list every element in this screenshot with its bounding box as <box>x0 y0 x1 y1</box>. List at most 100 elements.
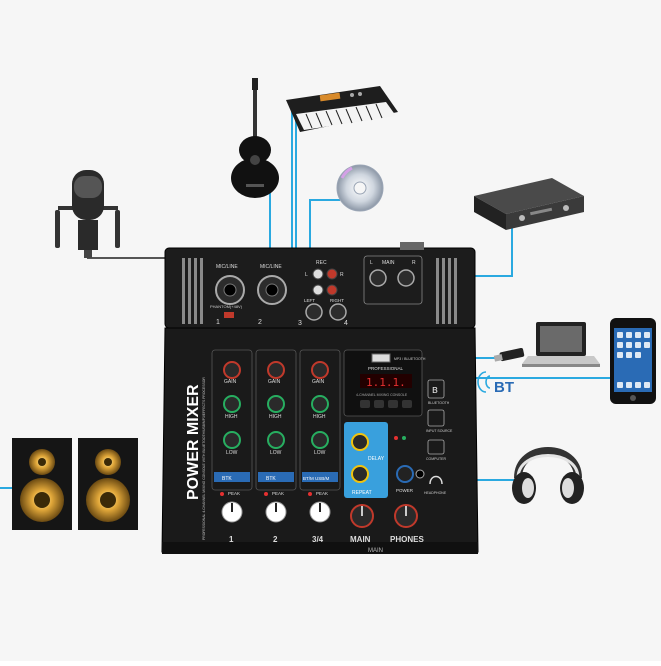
power-label: POWER <box>396 488 414 493</box>
mixer-title: POWER MIXER <box>185 384 202 500</box>
line-input-right[interactable] <box>329 303 347 321</box>
xlr-input-1[interactable] <box>215 275 245 305</box>
ch1-gain-label: GAIN <box>224 379 237 385</box>
ch1-peak-led <box>220 492 224 496</box>
ch2-number: 2 <box>273 535 278 544</box>
ch2-peak-label: PEAK <box>272 491 284 496</box>
prev-button[interactable] <box>360 400 370 408</box>
channel-strip-1: GAIN HIGH LOW BTK PEAK 1 <box>211 349 253 544</box>
phantom-label: PHANTOM(+48V) <box>210 304 243 309</box>
speaker-right-icon <box>78 438 138 530</box>
fx-delay-knob[interactable] <box>351 433 369 451</box>
speaker-left-icon <box>12 438 72 530</box>
main-out-right-jack[interactable] <box>397 269 415 287</box>
signal-led <box>402 436 406 440</box>
phantom-power-switch[interactable] <box>224 312 234 318</box>
ch1-peak-label: PEAK <box>228 491 240 496</box>
main-footer-label: MAIN <box>368 548 383 554</box>
left-label: LEFT <box>304 298 315 303</box>
input-number-3: 3 <box>298 320 302 327</box>
phones-knob-label: PHONES <box>390 535 424 544</box>
main-out-r: R <box>412 260 416 266</box>
side-icons: ʙ BLUETOOTH INPUT SOURCE COMPUTER HEADPH… <box>424 379 453 495</box>
channel-strip-3-4: GAIN HIGH LOW BT/M USB/M PEAK 3/4 <box>299 349 341 544</box>
ch2-button-label[interactable]: BTK <box>266 476 276 482</box>
headphone-jack[interactable] <box>415 469 425 479</box>
main-out-l: L <box>370 260 373 266</box>
input-number-4: 4 <box>344 320 348 327</box>
side-label-bluetooth: BLUETOOTH <box>428 401 450 405</box>
laptop-icon <box>522 322 600 367</box>
xlr-input-2[interactable] <box>257 275 287 305</box>
line-rca-right[interactable] <box>326 284 338 296</box>
ch1-number: 1 <box>229 535 234 544</box>
ch2-low-label: LOW <box>270 450 282 456</box>
smartphone-icon <box>610 318 656 404</box>
ch34-peak-led <box>308 492 312 496</box>
transport-buttons <box>360 400 412 408</box>
ch2-input-label: MIC/LINE <box>260 264 282 270</box>
ch2-gain-knob[interactable] <box>267 361 285 379</box>
display-brand: PROFESSIONAL <box>368 366 404 371</box>
ch1-gain-knob[interactable] <box>223 361 241 379</box>
led-display <box>360 374 412 388</box>
next-button[interactable] <box>388 400 398 408</box>
ch34-gain-knob[interactable] <box>311 361 329 379</box>
mixer-subtitle: PROFESSIONAL 4-CHANNEL MIXING CONSOLE WI… <box>202 377 206 540</box>
play-pause-button[interactable] <box>374 400 384 408</box>
bluetooth-glyph: ʙ <box>432 384 438 396</box>
input-number-1: 1 <box>216 319 220 326</box>
line-rca-left[interactable] <box>312 284 324 296</box>
bluetooth-wave-icon <box>477 371 491 393</box>
usb-dongle-icon <box>493 347 525 362</box>
ch34-number: 3/4 <box>312 535 324 544</box>
bluetooth-label: BT <box>494 379 514 396</box>
ch2-peak-led <box>264 492 268 496</box>
power-switch[interactable] <box>396 465 414 483</box>
ch34-low-knob[interactable] <box>311 431 329 449</box>
rec-rca-left[interactable] <box>312 268 324 280</box>
keyboard-synthesizer-icon <box>286 86 398 132</box>
rec-r-label: R <box>340 272 344 278</box>
repeat-label: REPEAT <box>352 490 372 496</box>
side-label-input: INPUT SOURCE <box>426 429 453 433</box>
rec-label: REC <box>316 260 327 266</box>
headphone-side-icon <box>429 475 443 485</box>
side-label-headphone: HEADPHONE <box>424 491 447 495</box>
display-caption: 4-CHANNEL MIXING CONSOLE <box>356 393 408 397</box>
headphones-icon <box>512 447 584 504</box>
ch34-peak-label: PEAK <box>316 491 328 496</box>
ch34-low-label: LOW <box>314 450 326 456</box>
cd-disc-icon <box>336 164 384 212</box>
ch34-button-label[interactable]: BT/M USB/M <box>303 476 330 481</box>
rec-rca-right[interactable] <box>326 268 338 280</box>
usb-port[interactable] <box>371 353 391 363</box>
ch1-high-knob[interactable] <box>223 395 241 413</box>
rec-l-label: L <box>305 272 308 278</box>
channel-strip-2: GAIN HIGH LOW BTK PEAK 2 <box>255 349 297 544</box>
ch1-high-label: HIGH <box>225 414 238 420</box>
ch1-input-label: MIC/LINE <box>216 264 238 270</box>
mode-button[interactable] <box>402 400 412 408</box>
ch1-low-knob[interactable] <box>223 431 241 449</box>
ch34-high-knob[interactable] <box>311 395 329 413</box>
line-input-left[interactable] <box>305 303 323 321</box>
ch2-gain-label: GAIN <box>268 379 281 385</box>
ch1-button-label[interactable]: BTK <box>222 476 232 482</box>
ch1-low-label: LOW <box>226 450 238 456</box>
ch2-low-knob[interactable] <box>267 431 285 449</box>
side-label-computer: COMPUTER <box>426 457 447 461</box>
delay-label: DELAY <box>368 456 385 462</box>
microphone-icon <box>55 170 120 258</box>
fx-repeat-knob[interactable] <box>351 465 369 483</box>
ch2-high-knob[interactable] <box>267 395 285 413</box>
main-out-left-jack[interactable] <box>369 269 387 287</box>
right-label: RIGHT <box>330 298 344 303</box>
ch34-high-label: HIGH <box>313 414 326 420</box>
main-out-label: MAIN <box>382 260 395 266</box>
acoustic-guitar-icon <box>231 78 279 198</box>
power-amplifier-icon <box>474 178 584 230</box>
ch2-high-label: HIGH <box>269 414 282 420</box>
